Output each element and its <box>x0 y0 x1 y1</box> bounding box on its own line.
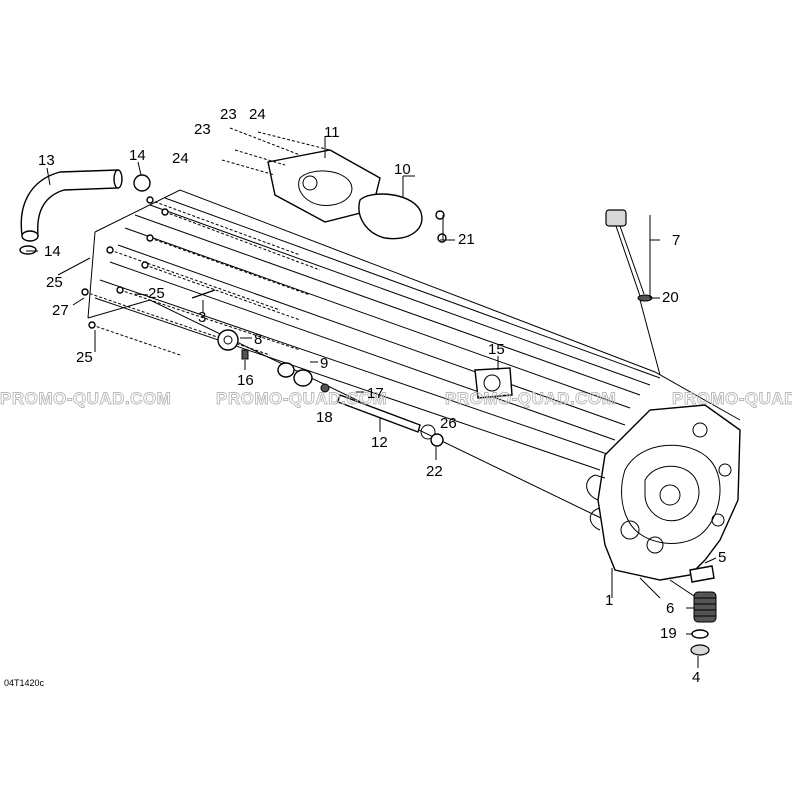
long-bolts <box>81 196 321 356</box>
callout-6: 6 <box>666 600 674 617</box>
callout-5: 5 <box>718 549 726 566</box>
callout-10: 10 <box>394 161 411 178</box>
callout-23: 23 <box>194 121 211 138</box>
callout-19: 19 <box>660 625 677 642</box>
breather-hose <box>20 169 123 242</box>
watermark-center-right: PROMO-QUAD.COM <box>445 389 616 408</box>
callout-21: 21 <box>458 231 475 248</box>
callout-27: 27 <box>52 302 69 319</box>
callout-25: 25 <box>76 349 93 366</box>
callout-22: 22 <box>426 463 443 480</box>
leader-lines <box>26 136 717 668</box>
breather-cover <box>267 149 447 243</box>
oil-strainer-assembly <box>689 565 717 656</box>
small-parts <box>191 289 513 447</box>
hose-clamp <box>19 174 151 255</box>
callout-9: 9 <box>320 355 328 372</box>
callout-13: 13 <box>38 152 55 169</box>
callout-16: 16 <box>237 372 254 389</box>
callout-18: 18 <box>316 409 333 426</box>
callout-7: 7 <box>672 232 680 249</box>
callout-15: 15 <box>488 341 505 358</box>
callout-14: 14 <box>44 243 61 260</box>
callout-1: 1 <box>605 592 613 609</box>
callout-8: 8 <box>254 331 262 348</box>
callout-12: 12 <box>371 434 388 451</box>
callout-26: 26 <box>440 415 457 432</box>
callout-4: 4 <box>692 669 700 686</box>
cover-screws <box>221 127 331 176</box>
callout-25: 25 <box>46 274 63 291</box>
callout-24: 24 <box>249 106 266 123</box>
watermark-center: PROMO-QUAD.COM <box>216 389 387 408</box>
drawing-code: 04T1420c <box>4 678 45 688</box>
watermark-left: PROMO-QUAD.COM <box>0 389 171 408</box>
callout-14: 14 <box>129 147 146 164</box>
callout-20: 20 <box>662 289 679 306</box>
oil-dipstick <box>605 209 661 376</box>
crankcase-half <box>87 189 741 601</box>
callout-25: 25 <box>148 285 165 302</box>
callout-3: 3 <box>198 309 206 326</box>
callout-24: 24 <box>172 150 189 167</box>
callout-23: 23 <box>220 106 237 123</box>
watermark-right: PROMO-QUAD.COM <box>672 389 792 408</box>
callout-11: 11 <box>324 124 340 141</box>
callout-17: 17 <box>367 385 384 402</box>
